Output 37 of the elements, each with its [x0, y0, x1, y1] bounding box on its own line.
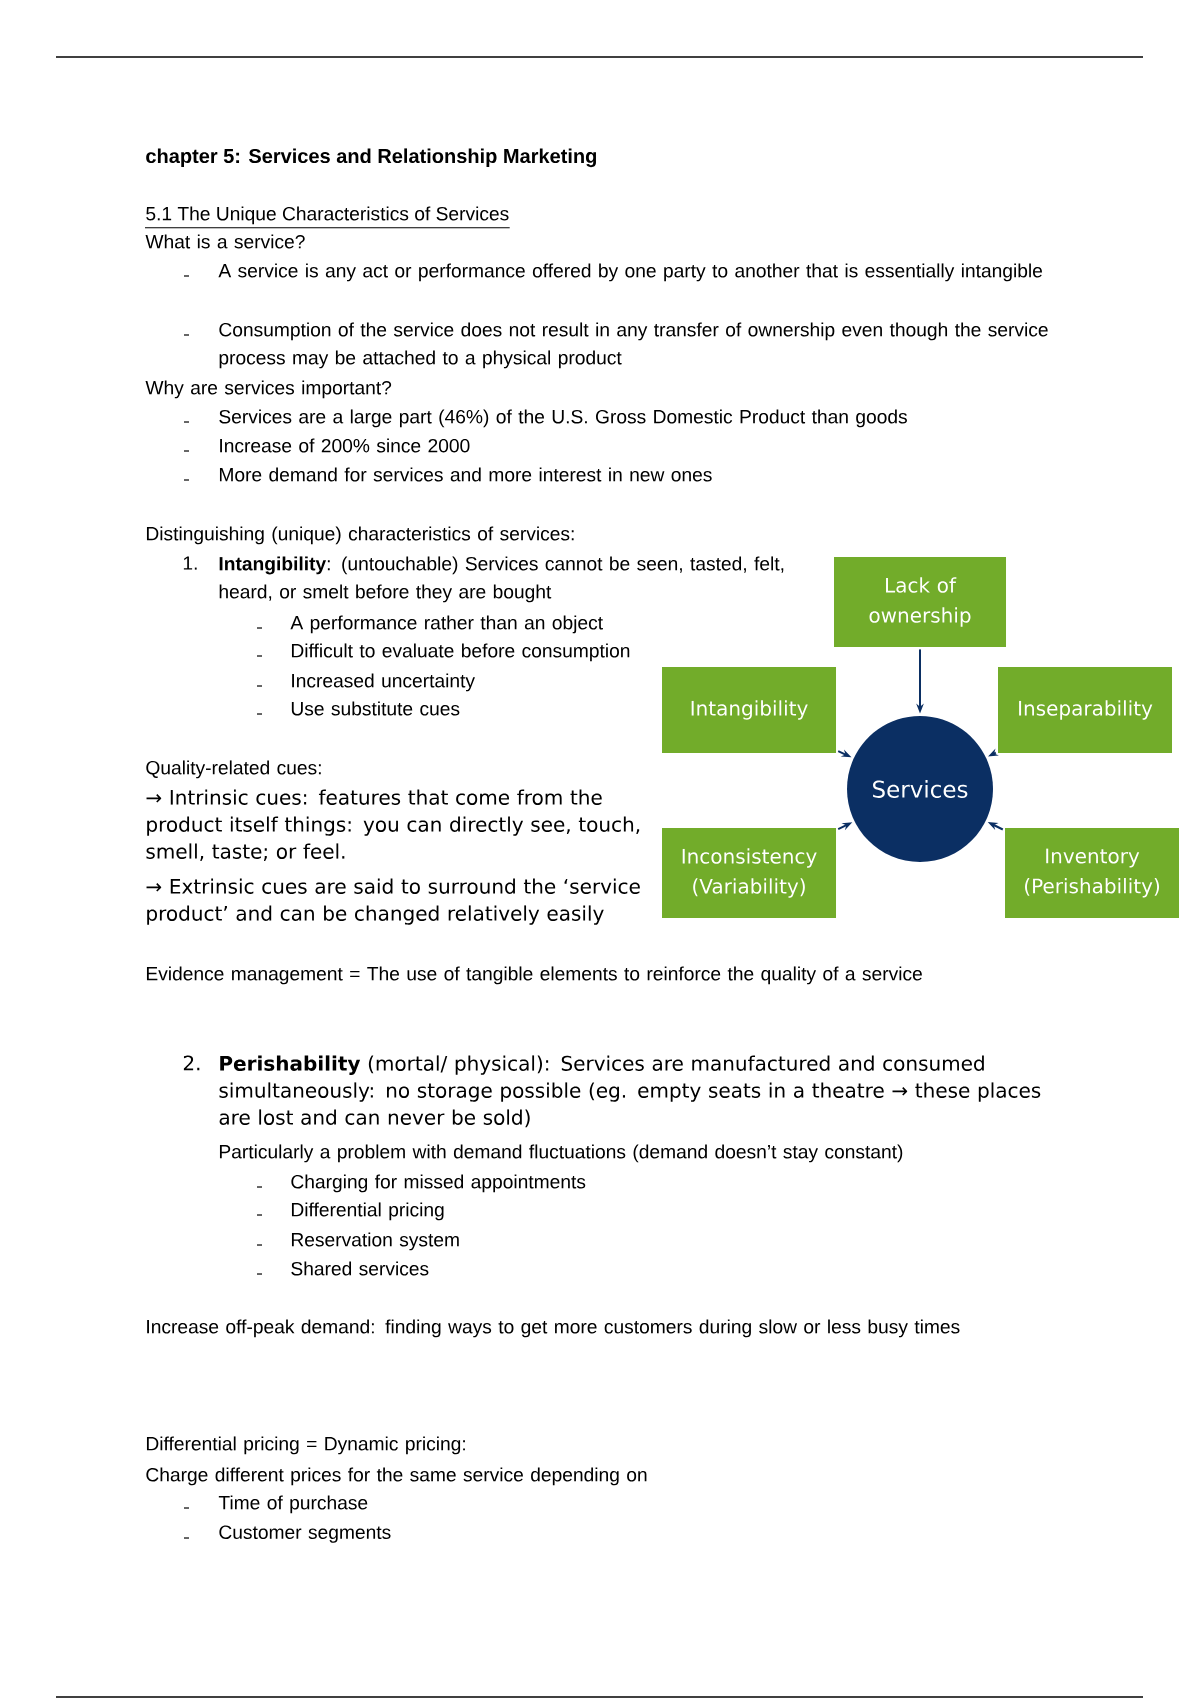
paragraph: Distinguishing (unique) characteristics of services:	[146, 526, 574, 545]
bullet-text: A performance rather than an object	[290, 615, 603, 634]
bullet-text: Increase of 200% since 2000	[220, 438, 470, 453]
characteristic-box: Lack of ownership	[834, 557, 1006, 647]
bullet-text: Use substitute cues	[291, 701, 460, 716]
characteristic-box: Inconsistency (Variability)	[662, 828, 836, 918]
paragraph: Charge different prices for the same service depending on	[146, 1467, 647, 1486]
list-item: Intangibility: (untouchable) Services cannot be seen, tasted, felt, heard, or smelt before they are bought	[219, 556, 784, 603]
characteristic-box: Inventory (Perishability)	[1005, 828, 1179, 918]
characteristic-box: Inseparability	[998, 667, 1172, 753]
bullet-text: Shared services	[291, 1261, 429, 1276]
question: What is a service?	[145, 234, 305, 249]
bullet-text: Customer segments	[219, 1525, 391, 1543]
bullet-text: Differential pricing	[291, 1202, 444, 1221]
list-number: 1.	[183, 556, 197, 570]
list-item: Perishability (mortal/ physical): Services are manufactured and consumed simultaneously: no storage possible (eg. empty seats in a theatre → these places are lost and can never be sold)	[219, 1055, 1041, 1128]
paragraph: Evidence management = The use of tangible elements to reinforce the quality of a service	[146, 966, 922, 985]
list-number: 2.	[183, 1055, 200, 1071]
bullet-text: More demand for services and more interest in new ones	[219, 467, 712, 482]
bullet-text: Services are a large part (46%) of the U.S. Gross Domestic Product than goods	[219, 409, 907, 428]
bullet-text: Difficult to evaluate before consumption	[291, 643, 630, 662]
bullet-text: Increased uncertainty	[292, 673, 475, 692]
bullet-text: A service is any act or performance offered by one party to another that is essentially intangible	[218, 263, 1042, 282]
question: Why are services important?	[145, 380, 392, 399]
paragraph: Particularly a problem with demand fluctuations (demand doesn’t stay constant)	[219, 1144, 903, 1163]
paragraph: Quality-related cues:	[146, 760, 321, 779]
characteristic-box: Intangibility	[662, 667, 836, 753]
paragraph: → Extrinsic cues are said to surround the ‘service product’ and can be changed relatively easily	[146, 878, 640, 925]
heading: chapter 5: Services and Relationship Marketing	[146, 148, 596, 168]
paragraph: Increase off-peak demand: finding ways to get more customers during slow or less busy times	[147, 1319, 960, 1338]
bullet-text: Consumption of the service does not result in any transfer of ownership even though the service process may be attached to a physical product	[219, 322, 1048, 369]
paragraph: → Intrinsic cues: features that come from the product itself things: you can directly see, touch, smell, taste; or feel.	[146, 789, 640, 861]
bullet-text: Time of purchase	[218, 1495, 368, 1514]
paragraph: Differential pricing = Dynamic pricing:	[146, 1436, 465, 1455]
bullet-text: Charging for missed appointments	[291, 1174, 586, 1193]
section-heading: 5.1 The Unique Characteristics of Services	[144, 206, 511, 229]
bullet-text: Reservation system	[291, 1232, 459, 1251]
